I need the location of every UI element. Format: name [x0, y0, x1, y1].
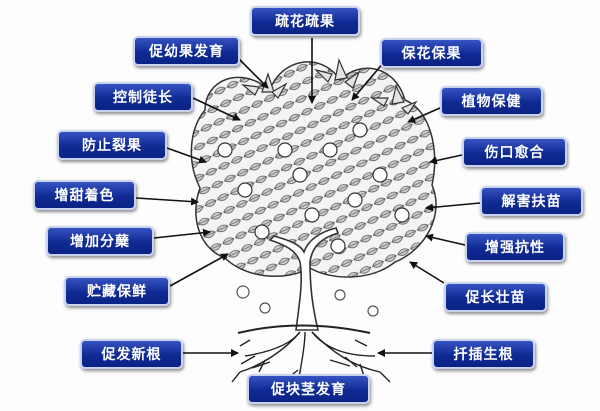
arrow-control-growth — [192, 97, 241, 121]
label-text: 解害扶苗 — [501, 194, 562, 210]
label-text: 防止裂果 — [82, 138, 142, 154]
arrow-resistance — [425, 233, 466, 246]
label-text: 扦插生根 — [453, 347, 514, 363]
label-text: 疏花疏果 — [275, 14, 335, 30]
tree-canopy — [190, 58, 437, 278]
label-new-root: 促发新根 — [80, 339, 183, 369]
label-tuber: 促块茎发育 — [247, 374, 370, 404]
tree-bubbles — [236, 285, 379, 317]
label-text: 增加分蘖 — [70, 234, 130, 250]
arrows — [135, 38, 481, 357]
arrow-detox — [425, 202, 481, 212]
label-resistance: 增强抗性 — [465, 232, 565, 262]
arrow-storage — [169, 253, 229, 287]
tree-roots — [231, 324, 391, 386]
label-sweet-color: 增甜着色 — [33, 180, 136, 210]
label-top: 疏花疏果 — [250, 6, 360, 36]
label-text: 增甜着色 — [54, 188, 115, 204]
label-text: 保花保果 — [401, 46, 462, 62]
label-text: 增强抗性 — [485, 240, 545, 256]
arrow-protect — [351, 61, 385, 101]
label-text: 控制徒长 — [113, 90, 173, 106]
tree-trunk — [268, 227, 340, 331]
arrow-sweet-color — [135, 197, 199, 206]
label-text: 伤口愈合 — [484, 145, 545, 161]
arrow-wound-heal — [429, 154, 463, 165]
label-text: 植物保健 — [461, 94, 522, 110]
label-cutting-root: 扦插生根 — [432, 339, 535, 369]
label-prevent-crack: 防止裂果 — [57, 130, 167, 160]
label-tillering: 增加分蘖 — [46, 226, 154, 256]
label-text: 促长壮苗 — [465, 290, 526, 306]
arrow-prevent-crack — [166, 147, 207, 164]
label-text: 促块茎发育 — [271, 382, 346, 398]
label-plant-health: 植物保健 — [440, 86, 543, 116]
label-control-growth: 控制徒长 — [93, 82, 193, 112]
label-storage: 贮藏保鲜 — [64, 276, 170, 306]
label-text: 贮藏保鲜 — [87, 284, 147, 300]
label-protect: 保花保果 — [380, 38, 483, 68]
label-text: 促发新根 — [101, 347, 162, 363]
label-wound-heal: 伤口愈合 — [462, 137, 567, 167]
label-promote-fruit: 促幼果发育 — [133, 36, 240, 66]
label-seedling: 促长壮苗 — [444, 282, 547, 312]
arrow-seedling — [409, 261, 445, 284]
arrow-tillering — [153, 228, 211, 239]
label-text: 促幼果发育 — [149, 44, 224, 60]
arrow-promote-fruit — [237, 57, 269, 89]
arrow-plant-health — [407, 107, 441, 123]
label-detox: 解害扶苗 — [480, 186, 583, 216]
